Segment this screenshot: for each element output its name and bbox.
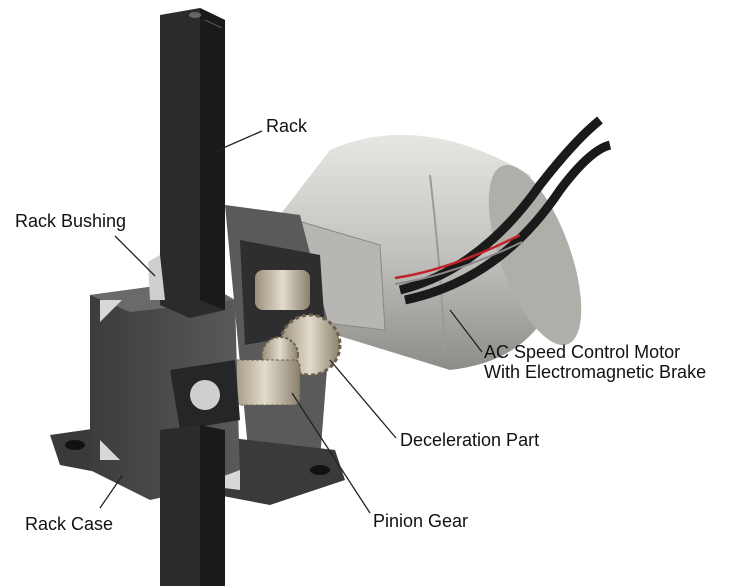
label-rack-bushing: Rack Bushing [15,211,127,231]
leader-lines [99,130,483,514]
label-rack-case: Rack Case [25,514,114,534]
gearbox [225,205,342,470]
leader-pinion [291,392,371,514]
leader-rack-case [99,475,123,509]
label-rack: Rack [266,116,308,136]
leader-deceleration [329,359,397,439]
label-pinion-gear: Pinion Gear [373,511,469,531]
label-motor-line2: With Electromagnetic Brake [484,362,707,382]
label-motor-line1: AC Speed Control Motor [484,342,681,362]
label-deceleration-part: Deceleration Part [400,430,540,450]
leader-motor [449,309,483,353]
cable [394,116,612,305]
motor [280,134,582,370]
leader-rack [213,130,263,153]
leader-rack-bushing [114,235,156,277]
rack-bar [148,8,225,586]
